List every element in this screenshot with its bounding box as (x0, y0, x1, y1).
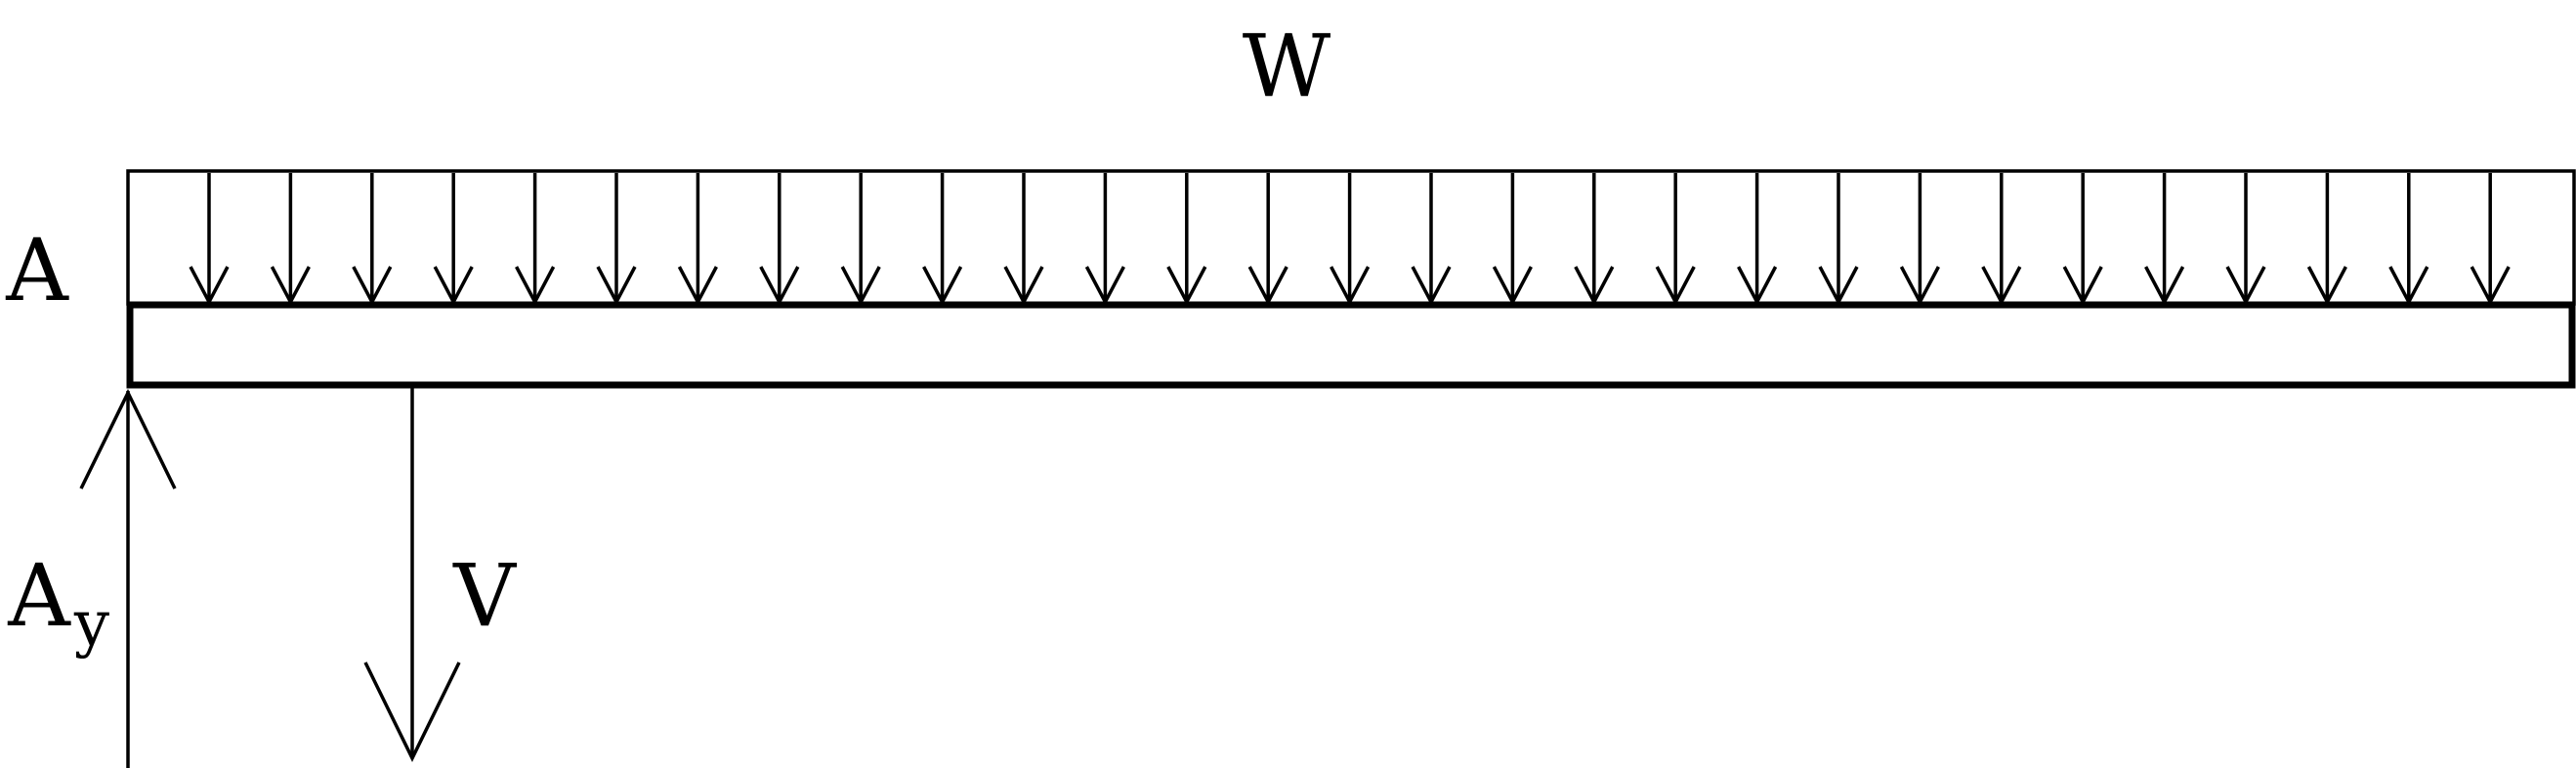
reaction-force-subscript: y (73, 588, 109, 661)
reaction-force-arrow (79, 389, 177, 768)
shear-force-label: V (452, 545, 517, 646)
load-arrows (189, 173, 2511, 306)
load-label: W (1243, 16, 1331, 116)
distributed-load (126, 169, 2576, 306)
shear-force-arrow (363, 387, 461, 762)
reaction-force-arrowhead (79, 389, 177, 490)
reaction-force-label: A (7, 545, 71, 646)
beam (126, 301, 2576, 389)
shear-force-arrowhead (363, 661, 461, 762)
support-point-label: A (5, 220, 69, 320)
reaction-force-label-main: A (7, 545, 71, 646)
